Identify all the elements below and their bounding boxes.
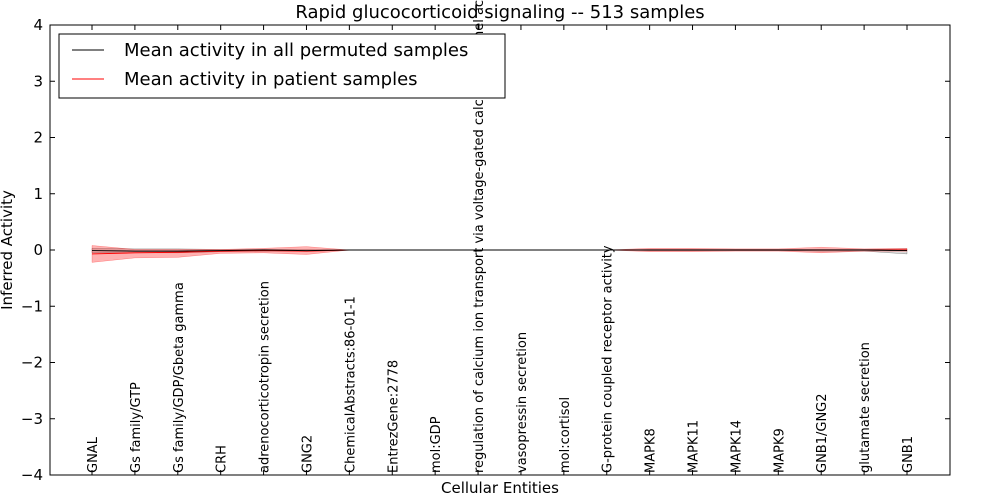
y-tick-label: −2 — [21, 354, 43, 372]
y-axis-label: Inferred Activity — [0, 190, 16, 310]
confidence-bands — [91, 245, 908, 263]
x-tick-label: vasopressin secretion — [515, 332, 530, 473]
y-tick-label: 4 — [33, 16, 43, 34]
x-tick-label: MAPK11 — [687, 420, 702, 473]
x-axis: GNAL Gs family/GTP Gs family/GDP/Gbeta gam… — [86, 0, 916, 475]
y-tick-label: 3 — [33, 72, 43, 90]
chart-title: Rapid glucocorticoid signaling -- 513 sa… — [295, 2, 704, 23]
x-tick-label: G-protein coupled receptor activity — [601, 245, 616, 473]
x-tick-label: mol:GDP — [429, 416, 444, 473]
series-lines — [91, 249, 908, 255]
legend-box — [58, 33, 506, 99]
legend-label: Mean activity in all permuted samples — [124, 40, 468, 61]
y-tick-label: 1 — [33, 185, 43, 203]
legend: Mean activity in all permuted samplesMea… — [58, 33, 506, 99]
x-tick-label: GNB1/GNG2 — [815, 393, 830, 473]
x-tick-label: adrenocorticotropin secretion — [258, 281, 273, 473]
y-tick-label: −3 — [21, 410, 43, 428]
y-axis: 4 3 2 1 0 −1 −2 −3 −4 — [21, 16, 950, 484]
x-tick-label: regulation of calcium ion transport via … — [472, 0, 487, 473]
y-tick-label: −4 — [21, 466, 43, 484]
x-tick-label: CRH — [215, 445, 230, 473]
y-tick-label: 2 — [33, 129, 43, 147]
x-axis-label: Cellular Entities — [441, 479, 559, 497]
x-tick-label: MAPK14 — [729, 420, 744, 473]
x-tick-label: ChemicalAbstracts:86-01-1 — [343, 296, 358, 473]
x-tick-label: MAPK9 — [772, 428, 787, 473]
x-tick-label: glutamate secretion — [858, 342, 873, 473]
x-tick-label: Gs family/GDP/Gbeta gamma — [172, 282, 187, 473]
patient-band — [91, 245, 908, 263]
legend-label: Mean activity in patient samples — [124, 69, 418, 90]
x-tick-label: GNAL — [86, 436, 101, 473]
series-line-0 — [91, 249, 908, 252]
x-tick-label: GNG2 — [300, 435, 315, 473]
x-tick-label: Gs family/GTP — [129, 382, 144, 473]
x-tick-label: MAPK8 — [644, 428, 659, 473]
y-tick-label: −1 — [21, 297, 43, 315]
x-tick-label: mol:cortisol — [558, 397, 573, 473]
x-tick-label: EntrezGene:2778 — [386, 360, 401, 473]
x-tick-label: GNB1 — [901, 436, 916, 473]
y-tick-label: 0 — [33, 241, 43, 259]
